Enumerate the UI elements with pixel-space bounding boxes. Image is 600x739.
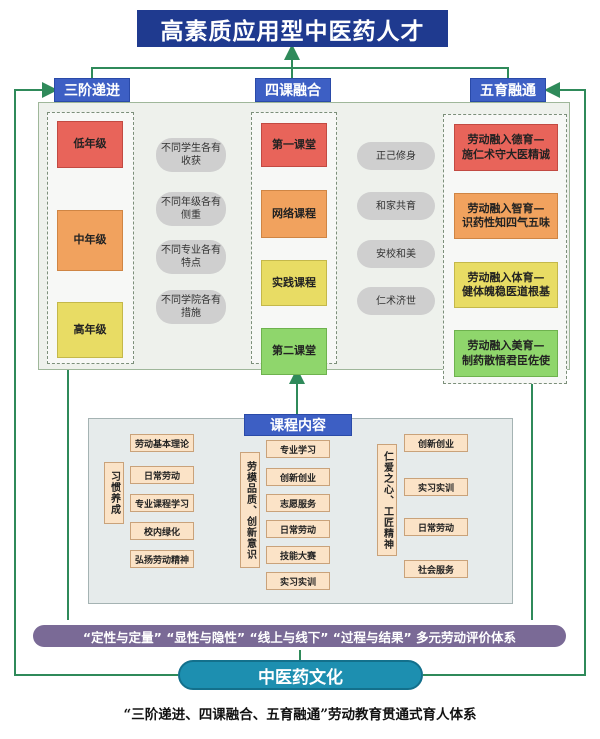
heart-item: 日常劳动: [404, 518, 468, 536]
tcm-culture-badge: 中医药文化: [178, 660, 423, 690]
edu-intellect: 劳动融入智育— 识药性知四气五味: [454, 193, 558, 239]
model-label: 劳模品质、创新意识: [240, 452, 260, 568]
class-online: 网络课程: [261, 190, 327, 238]
model-item: 实习实训: [266, 572, 330, 590]
grade-low: 低年级: [57, 121, 123, 168]
heart-item: 社会服务: [404, 560, 468, 578]
class-practice: 实践课程: [261, 260, 327, 306]
habit-item: 校内绿化: [130, 522, 194, 540]
class-second: 第二课堂: [261, 328, 327, 375]
edu-physical: 劳动融入体育— 健体魄稳医道根基: [454, 262, 558, 308]
value-pill: 正己修身: [357, 142, 435, 170]
grade-note: 不同年级各有 侧重: [156, 192, 226, 226]
figure-caption: “三阶递进、四课融合、五育融通”劳动教育贯通式育人体系: [123, 707, 477, 723]
edu-aesthetic: 劳动融入美育— 制药散悟君臣佐使: [454, 330, 558, 377]
grade-note: 不同学生各有 收获: [156, 138, 226, 172]
habit-item: 弘扬劳动精神: [130, 550, 194, 568]
header-five-edu: 五育融通: [470, 78, 546, 102]
habit-item: 专业课程学习: [130, 494, 194, 512]
habit-item: 劳动基本理论: [130, 434, 194, 452]
value-pill: 和家共育: [357, 192, 435, 220]
heart-label: 仁爱之心、工匠精神: [377, 444, 397, 556]
header-three-stage: 三阶递进: [54, 78, 130, 102]
class-first: 第一课堂: [261, 123, 327, 167]
grade-mid: 中年级: [57, 210, 123, 271]
grade-note: 不同学院各有 措施: [156, 290, 226, 324]
habit-item: 日常劳动: [130, 466, 194, 484]
habit-label: 习惯养成: [104, 462, 124, 524]
edu-moral: 劳动融入德育— 施仁术守大医精诚: [454, 124, 558, 171]
header-four-classes: 四课融合: [255, 78, 331, 102]
grade-high: 高年级: [57, 302, 123, 358]
value-pill: 仁术济世: [357, 287, 435, 315]
model-item: 志愿服务: [266, 494, 330, 512]
heart-item: 实习实训: [404, 478, 468, 496]
model-item: 日常劳动: [266, 520, 330, 538]
page-title: 高素质应用型中医药人才: [137, 10, 448, 47]
model-item: 专业学习: [266, 440, 330, 458]
heart-item: 创新创业: [404, 434, 468, 452]
value-pill: 安校和美: [357, 240, 435, 268]
course-content-header: 课程内容: [244, 414, 352, 436]
grade-note: 不同专业各有 特点: [156, 240, 226, 274]
model-item: 创新创业: [266, 468, 330, 486]
model-item: 技能大赛: [266, 546, 330, 564]
evaluation-system-banner: “定性与定量” “显性与隐性” “线上与线下” “过程与结果” 多元劳动评价体系: [33, 625, 566, 647]
